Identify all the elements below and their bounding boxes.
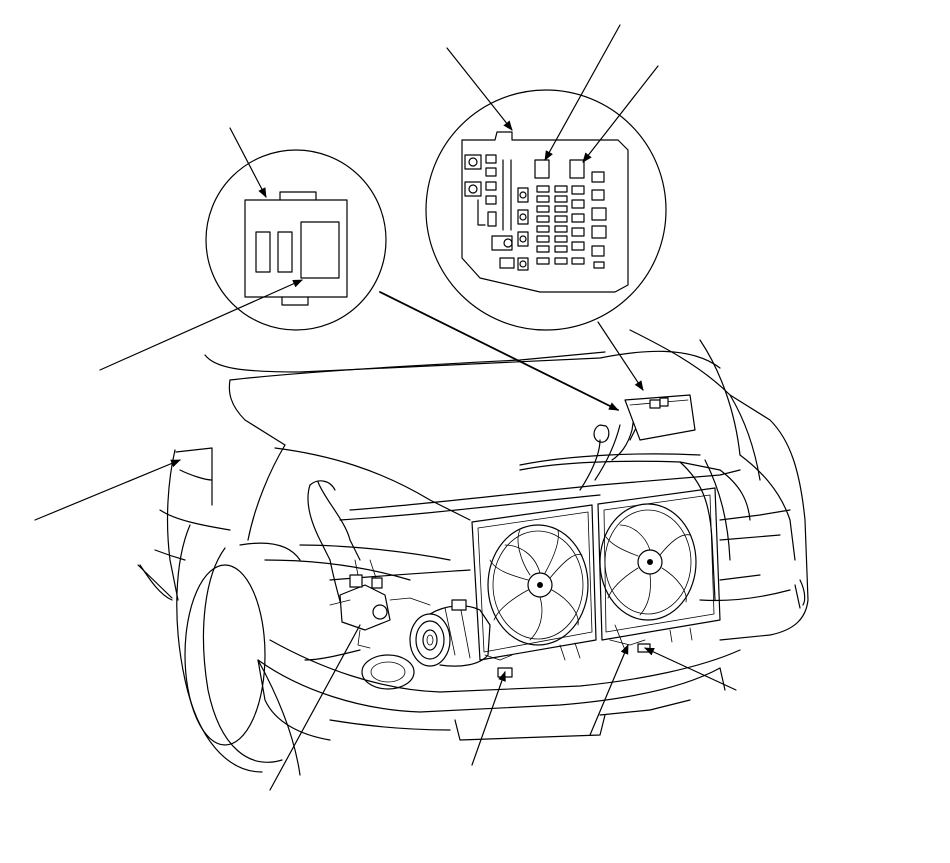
fuse-column-center <box>517 159 568 271</box>
relay-box-detail <box>205 149 387 331</box>
leader-compressor-clutch <box>269 624 361 791</box>
pressure-switch-cluster <box>329 559 431 649</box>
radiator-assembly <box>329 469 791 678</box>
ac-compressor <box>409 599 491 667</box>
fuse-box-installed <box>593 394 696 443</box>
vehicle-body <box>139 329 809 776</box>
leader-connector <box>644 647 737 691</box>
leader-relay-box-bottom <box>99 279 303 371</box>
wire-harness <box>307 399 751 621</box>
leader-relay-location <box>379 291 619 411</box>
leader-fuse-box-top <box>446 47 513 131</box>
fuse-relay-box-detail <box>425 89 667 331</box>
relay-column-right <box>569 159 607 269</box>
condenser-fan <box>487 524 589 646</box>
leader-wheel <box>137 564 173 599</box>
leader-fuse-box-right <box>582 65 659 163</box>
leader-fuse-box-center <box>544 24 621 161</box>
leader-relay-box-top <box>229 127 267 198</box>
leader-radiator-fan <box>589 644 629 736</box>
fuse-column-left <box>464 154 515 269</box>
leader-fuse-box-location <box>597 321 644 391</box>
leader-fender <box>34 459 181 521</box>
radiator-fan <box>599 503 697 621</box>
leader-condenser-fan <box>471 671 506 766</box>
leader-lines <box>34 24 737 791</box>
